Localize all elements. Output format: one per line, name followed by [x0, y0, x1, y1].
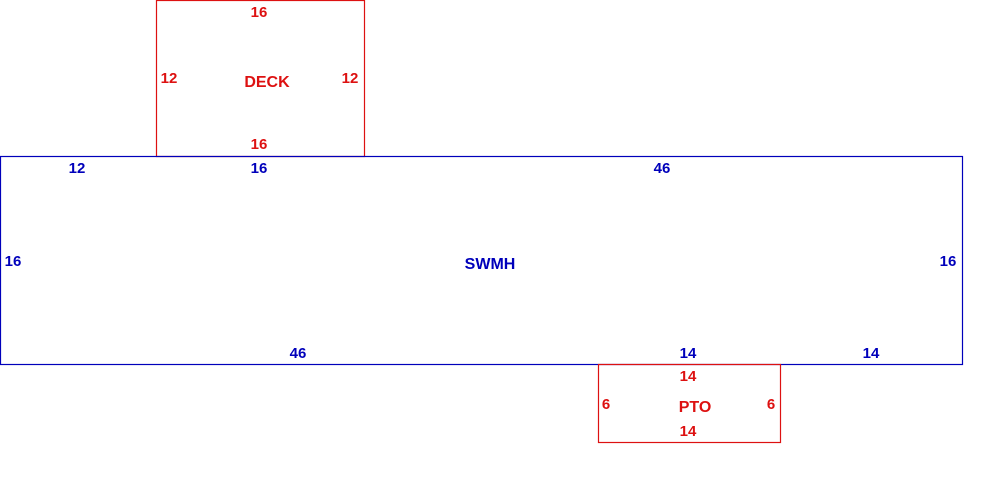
pto-room-label: PTO: [679, 399, 712, 416]
swmh-top-right-dimension: 46: [654, 160, 671, 177]
deck-top-dimension: 16: [251, 4, 268, 21]
pto-left-dimension: 6: [602, 396, 610, 413]
deck-room: 16 12 12 16 DECK: [155, 0, 366, 158]
deck-room-label: DECK: [244, 74, 290, 91]
pto-top-dimension: 14: [680, 368, 697, 385]
swmh-bottom-left-dimension: 46: [290, 345, 307, 362]
deck-right-dimension: 12: [342, 70, 359, 87]
swmh-left-dimension: 16: [5, 253, 22, 270]
pto-outline: [597, 363, 782, 444]
swmh-top-left-dimension: 12: [69, 160, 86, 177]
deck-bottom-dimension: 16: [251, 136, 268, 153]
swmh-right-dimension: 16: [940, 253, 957, 270]
swmh-room-label: SWMH: [465, 256, 516, 273]
pto-room: 14 6 6 14 PTO: [597, 363, 782, 444]
swmh-top-mid-dimension: 16: [251, 160, 268, 177]
swmh-outline: [0, 155, 964, 366]
pto-bottom-dimension: 14: [680, 423, 697, 440]
swmh-bottom-mid-dimension: 14: [680, 345, 697, 362]
pto-right-dimension: 6: [767, 396, 775, 413]
swmh-bottom-right-dimension: 14: [863, 345, 880, 362]
deck-left-dimension: 12: [161, 70, 178, 87]
swmh-room: 12 16 46 16 16 46 14 14 SWMH: [0, 155, 964, 366]
